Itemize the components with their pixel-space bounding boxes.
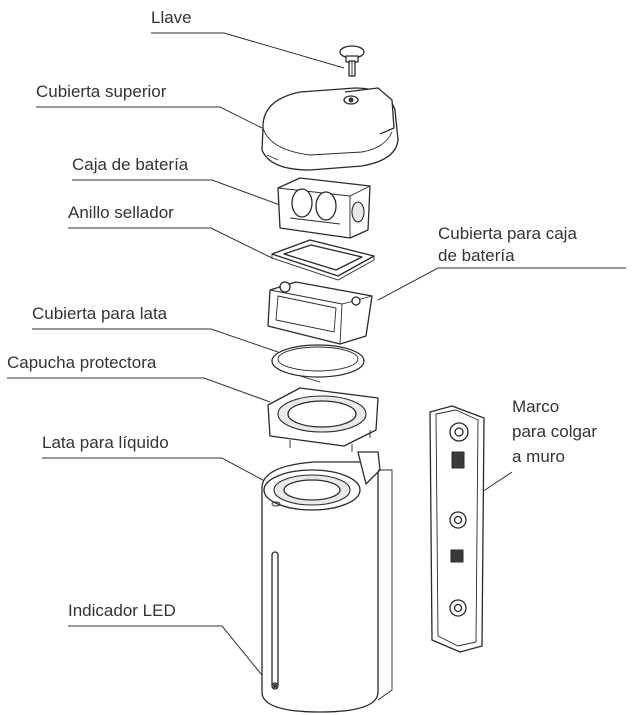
label-marco-2: para colgar [512, 422, 597, 441]
label-cubierta-superior: Cubierta superior [36, 82, 167, 101]
label-lata-liquido: Lata para líquido [42, 433, 169, 452]
label-marco-1: Marco [512, 397, 559, 416]
label-caja-bateria: Caja de batería [72, 155, 189, 174]
key-icon [339, 45, 365, 77]
label-marco-3: a muro [512, 447, 565, 466]
leader-lines [7, 32, 626, 686]
leader-capucha-protectora [7, 377, 271, 403]
leader-cubierta-lata [32, 328, 279, 353]
led-indicator-icon [273, 684, 277, 688]
label-capucha-protectora: Capucha protectora [7, 353, 157, 372]
label-indicador-led: Indicador LED [68, 601, 176, 620]
label-llave: Llave [151, 8, 192, 27]
label-cubierta-caja-bateria-2: de batería [438, 246, 515, 265]
leader-lata-liquido [42, 457, 273, 486]
leader-anillo-sellador [68, 227, 273, 259]
leader-indicador-led [68, 625, 271, 686]
leader-caja-bateria [72, 179, 281, 206]
label-anillo-sellador: Anillo sellador [68, 203, 174, 222]
protective-cap-icon [267, 387, 379, 452]
leader-cubierta-superior [36, 106, 263, 129]
label-cubierta-lata: Cubierta para lata [32, 304, 168, 323]
label-cubierta-caja-bateria-1: Cubierta para caja [438, 224, 577, 243]
can-cover-icon [271, 344, 365, 383]
leader-cubierta-caja-bateria [377, 267, 626, 301]
battery-box-icon [277, 177, 371, 239]
sealing-ring-icon [271, 239, 375, 281]
leader-llave [151, 32, 345, 69]
battery-box-cover-icon [267, 281, 373, 345]
liquid-can-icon [261, 451, 393, 713]
wall-frame-icon [429, 405, 485, 653]
top-cover-icon [261, 87, 399, 171]
